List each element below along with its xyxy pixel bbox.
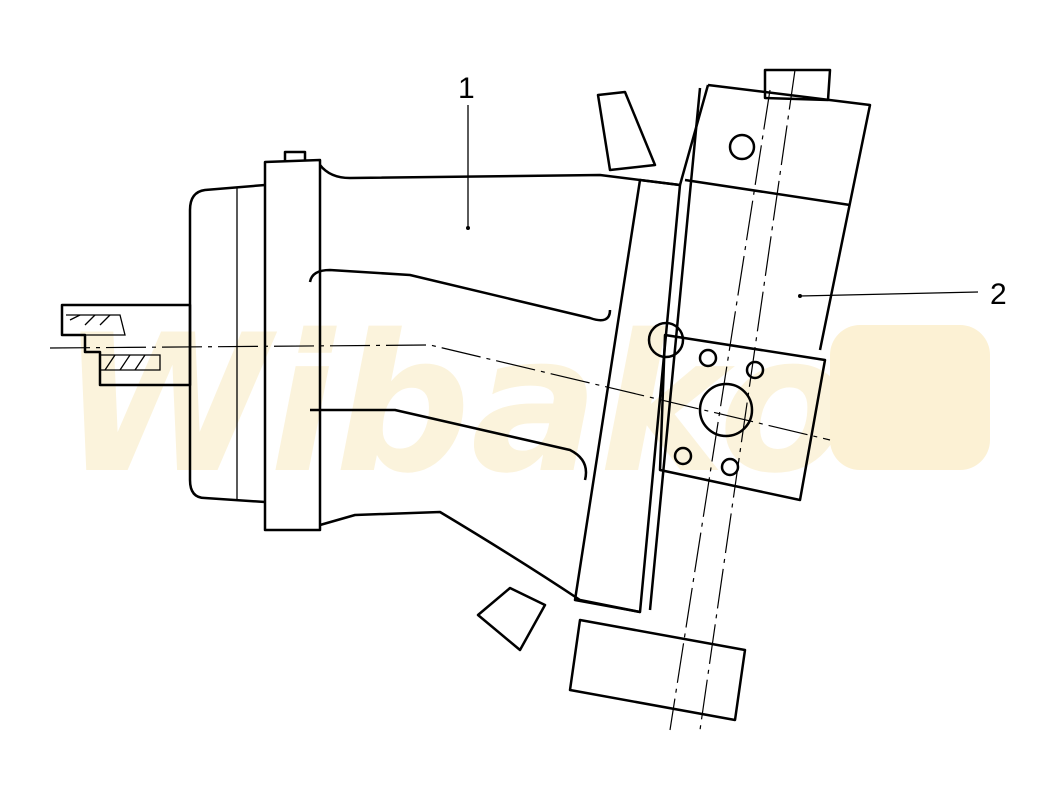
mounting-flange: [263, 158, 322, 532]
center-line: [49, 344, 831, 441]
adjuster-upper: [596, 90, 657, 172]
watermark-badge: [830, 325, 990, 470]
watermark: Wibako: [60, 294, 849, 515]
adjuster-lower: [476, 586, 547, 652]
main-port: [698, 382, 754, 438]
angled-housing: [573, 178, 682, 614]
front-cover: [188, 183, 266, 504]
part-label-2: 2: [990, 278, 1007, 311]
control-unit-2: [568, 83, 872, 722]
plug-screw: [647, 321, 685, 359]
leader-2: [799, 291, 979, 297]
port-plate: [658, 333, 827, 502]
part-label-1: 1: [458, 72, 475, 105]
motor-body-1: [319, 164, 681, 614]
